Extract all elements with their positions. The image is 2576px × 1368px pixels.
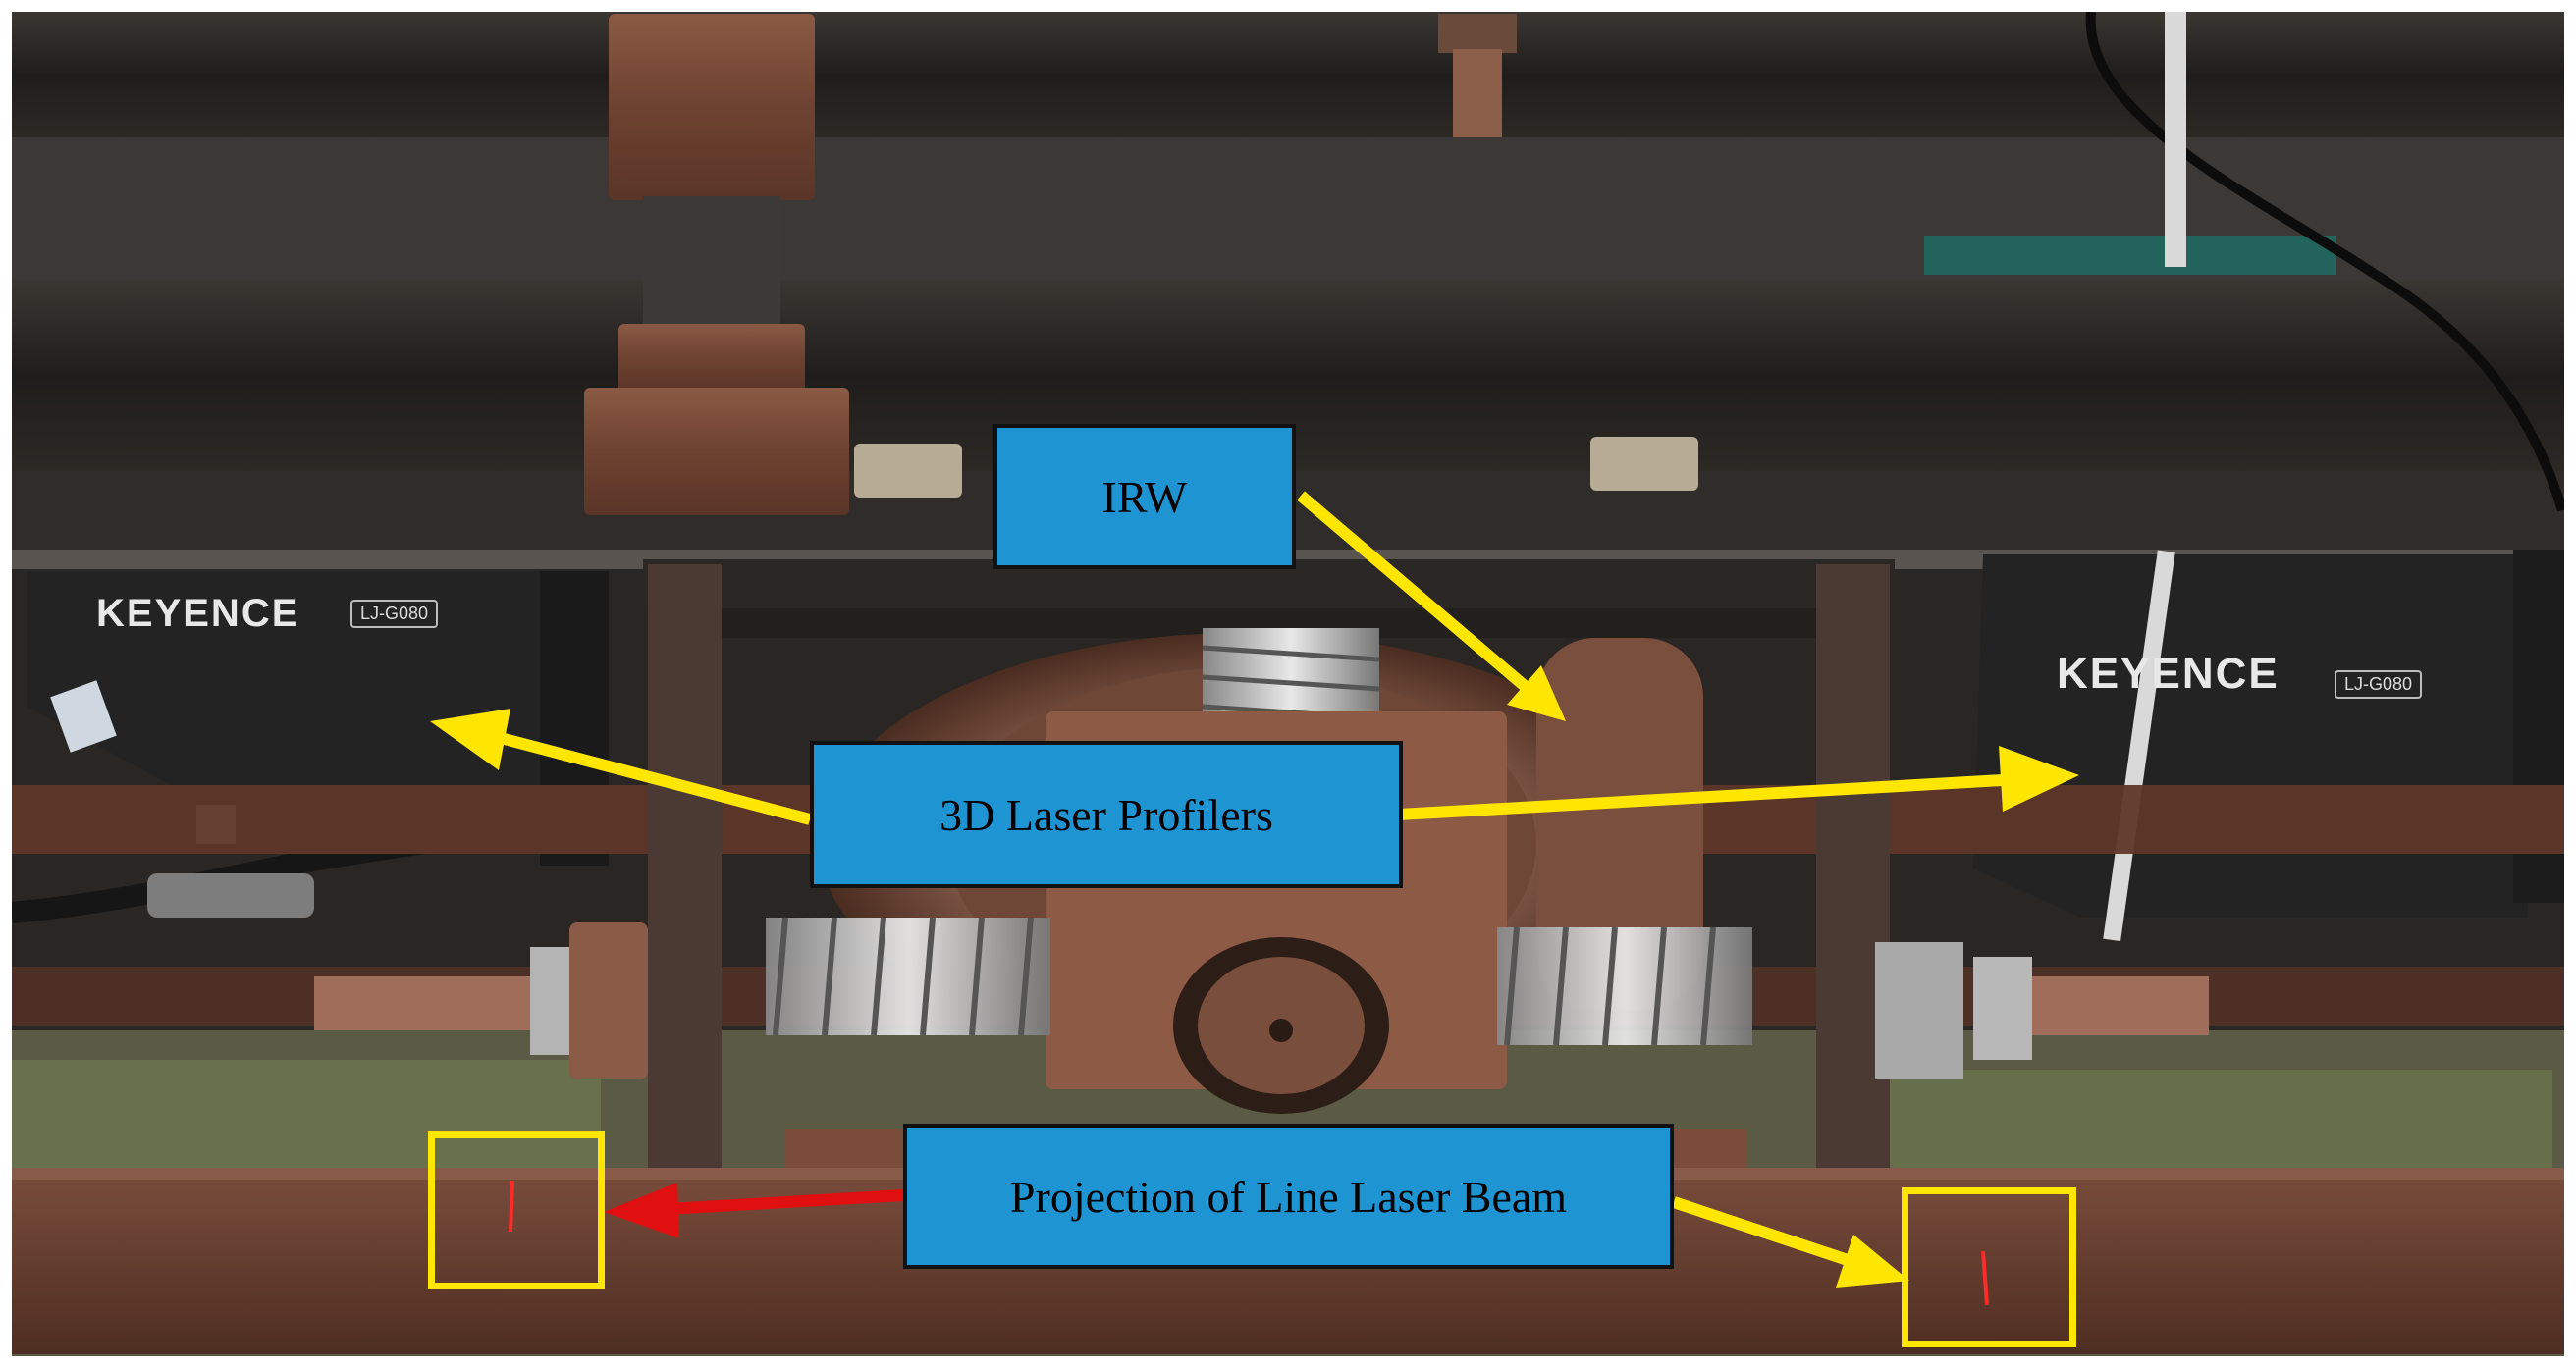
left-spring xyxy=(766,917,1050,1036)
callout-irw: IRW xyxy=(993,424,1296,569)
right-sensor-brand: KEYENCE xyxy=(2057,650,2280,698)
damper-column xyxy=(609,14,815,200)
callout-projection-text: Projection of Line Laser Beam xyxy=(1009,1171,1568,1222)
arrow-irw xyxy=(1297,491,1566,721)
arrow-left-profiler xyxy=(430,709,812,825)
left-sensor-model: LJ-G080 xyxy=(350,600,439,628)
right-laser-profiler xyxy=(1973,550,2572,942)
arrow-projection-right xyxy=(1672,1196,1909,1288)
right-spring xyxy=(1497,926,1752,1046)
callout-3d-laser-profilers: 3D Laser Profilers xyxy=(810,741,1403,888)
laser-line-right xyxy=(1981,1250,1989,1306)
laser-line-left xyxy=(509,1180,514,1233)
arrow-projection-left xyxy=(604,1183,904,1238)
left-threaded-rod xyxy=(314,976,560,1030)
arrow-right-profiler xyxy=(1398,746,2079,820)
laser-projection-highlight-right xyxy=(1902,1187,2076,1347)
laser-projection-highlight-left xyxy=(428,1131,605,1289)
callout-irw-text: IRW xyxy=(1101,471,1188,522)
callout-projection-line-laser: Projection of Line Laser Beam xyxy=(903,1124,1674,1269)
right-sensor-model: LJ-G080 xyxy=(2334,670,2423,699)
left-sensor-brand: KEYENCE xyxy=(96,592,300,635)
callout-profilers-text: 3D Laser Profilers xyxy=(939,789,1273,840)
